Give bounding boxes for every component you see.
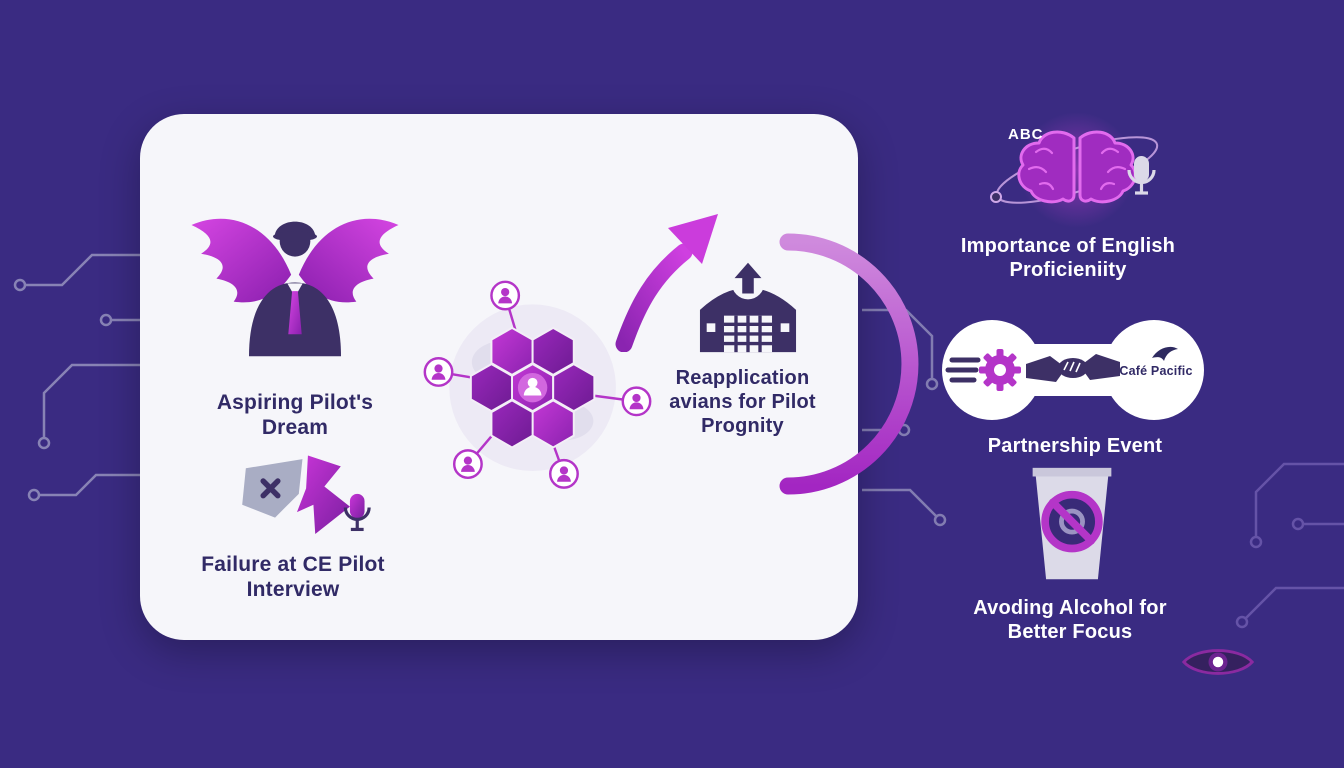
- orbit-dot-icon: [990, 191, 1002, 203]
- handshake-icon: [1026, 354, 1120, 382]
- user-node-icon: [423, 280, 652, 489]
- partnership-group: Café Pacific: [942, 320, 1204, 420]
- eye-icon: [1181, 649, 1255, 675]
- network-icon: [423, 280, 652, 489]
- brain-icon: [990, 112, 1159, 228]
- broken-interview-icon: [242, 455, 371, 534]
- reapplication-label: Reapplication avians for Pilot Prognity: [669, 367, 816, 437]
- circuit-traces-left-icon: [13, 253, 150, 502]
- bird-icon: [1152, 346, 1178, 361]
- hangar-icon: [699, 262, 797, 353]
- failure-label: Failure at CE Pilot Interview: [201, 553, 385, 602]
- abc-badge: ABC: [1008, 126, 1044, 143]
- english-proficiency-label: Importance of English Proficieniity: [960, 235, 1176, 281]
- pilot-dream-label: Aspiring Pilot's Dream: [216, 391, 374, 440]
- circuit-traces-right-icon: [1235, 462, 1344, 629]
- gear-wing-icon: [945, 349, 1021, 391]
- alcohol-label: Avoding Alcohol for Better Focus: [973, 597, 1167, 643]
- partnership-label: Partnership Event: [987, 435, 1163, 457]
- cafe-pacific-brand: Café Pacific: [1119, 364, 1193, 378]
- microphone-light-icon: [1127, 156, 1156, 195]
- progress-arc-icon: [779, 233, 919, 495]
- no-alcohol-icon: [1032, 467, 1112, 580]
- winged-pilot-icon: [191, 218, 399, 357]
- microphone-icon: [343, 493, 371, 532]
- growth-arrow-icon: [615, 214, 718, 352]
